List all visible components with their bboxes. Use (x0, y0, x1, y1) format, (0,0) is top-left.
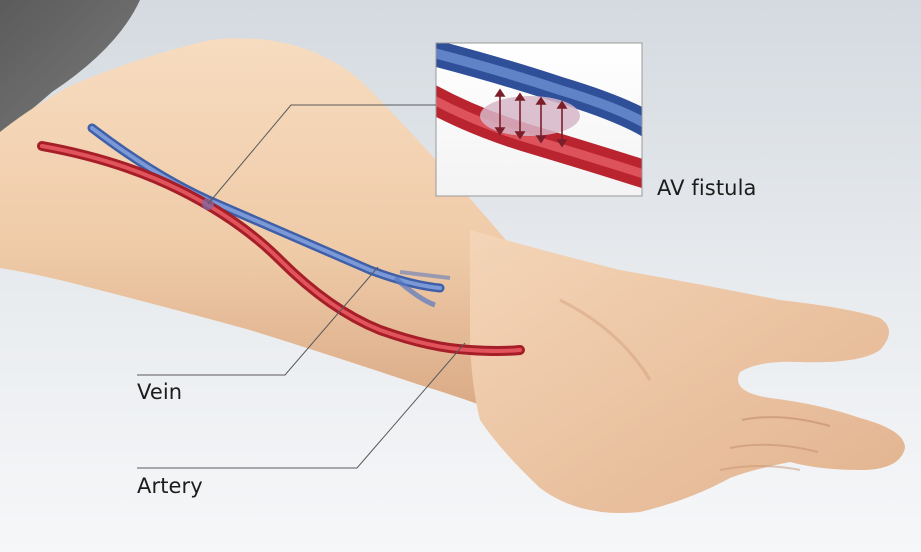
vein-label: Vein (137, 382, 182, 403)
fistula-inset (430, 43, 650, 196)
av-fistula-label: AV fistula (657, 178, 756, 199)
artery-label: Artery (137, 476, 203, 497)
inset-anastomosis (480, 96, 580, 136)
